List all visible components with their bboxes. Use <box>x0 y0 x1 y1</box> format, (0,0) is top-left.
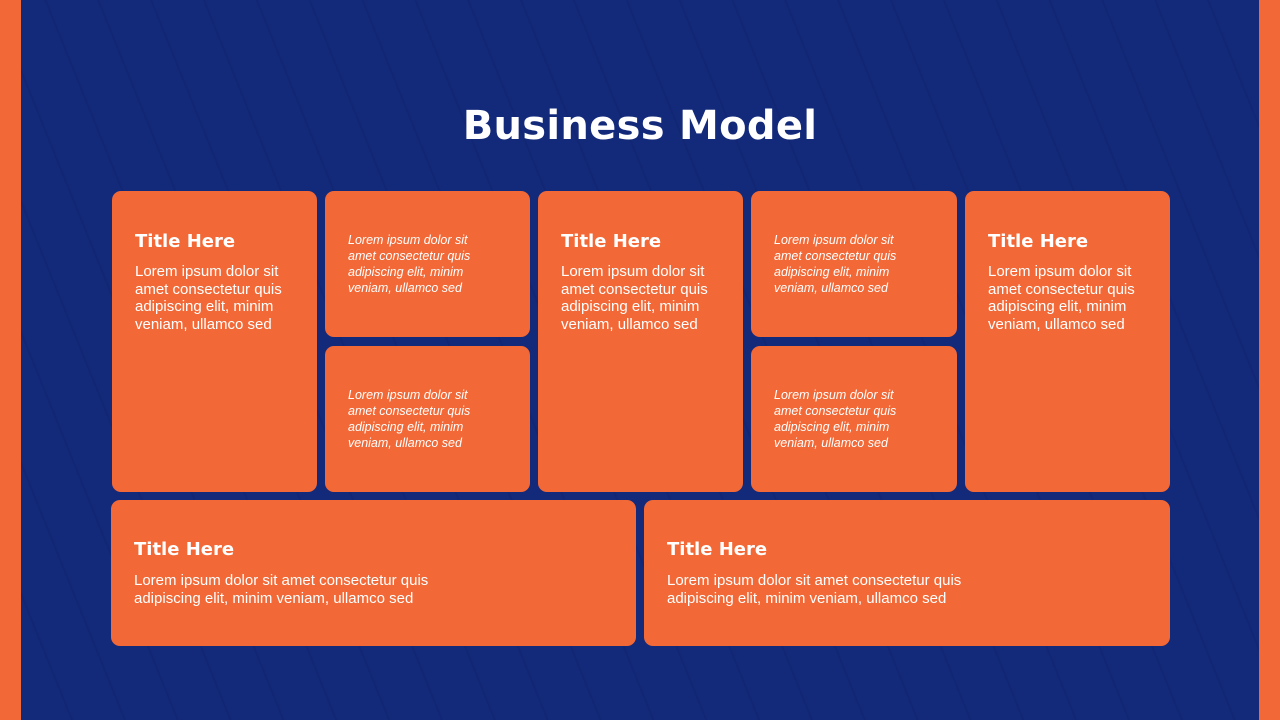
card-title: Title Here <box>134 539 235 560</box>
left-accent-bar <box>0 0 21 720</box>
small-card-3: Lorem ipsum dolor sit amet consectetur q… <box>751 191 957 337</box>
wide-card-2: Title Here Lorem ipsum dolor sit amet co… <box>644 500 1170 646</box>
card-text: Lorem ipsum dolor sit amet consectetur q… <box>667 572 962 607</box>
slide-title: Business Model <box>462 103 818 149</box>
tall-card-2: Title Here Lorem ipsum dolor sit amet co… <box>538 191 743 492</box>
slide: Business Model Title Here Lorem ipsum do… <box>21 0 1259 720</box>
small-card-2: Lorem ipsum dolor sit amet consectetur q… <box>325 346 530 492</box>
card-text: Lorem ipsum dolor sit amet consectetur q… <box>774 388 897 450</box>
small-card-4: Lorem ipsum dolor sit amet consectetur q… <box>751 346 957 492</box>
tall-card-3: Title Here Lorem ipsum dolor sit amet co… <box>965 191 1170 492</box>
card-text: Lorem ipsum dolor sit amet consectetur q… <box>988 263 1135 333</box>
card-text: Lorem ipsum dolor sit amet consectetur q… <box>561 263 708 333</box>
wide-card-1: Title Here Lorem ipsum dolor sit amet co… <box>111 500 636 646</box>
right-accent-bar <box>1259 0 1280 720</box>
card-text: Lorem ipsum dolor sit amet consectetur q… <box>348 233 471 295</box>
card-title: Title Here <box>988 231 1089 252</box>
card-text: Lorem ipsum dolor sit amet consectetur q… <box>348 388 471 450</box>
card-text: Lorem ipsum dolor sit amet consectetur q… <box>134 572 429 607</box>
card-title: Title Here <box>667 539 768 560</box>
card-title: Title Here <box>561 231 662 252</box>
small-card-1: Lorem ipsum dolor sit amet consectetur q… <box>325 191 530 337</box>
card-text: Lorem ipsum dolor sit amet consectetur q… <box>774 233 897 295</box>
tall-card-1: Title Here Lorem ipsum dolor sit amet co… <box>112 191 317 492</box>
card-text: Lorem ipsum dolor sit amet consectetur q… <box>135 263 282 333</box>
card-title: Title Here <box>135 231 236 252</box>
